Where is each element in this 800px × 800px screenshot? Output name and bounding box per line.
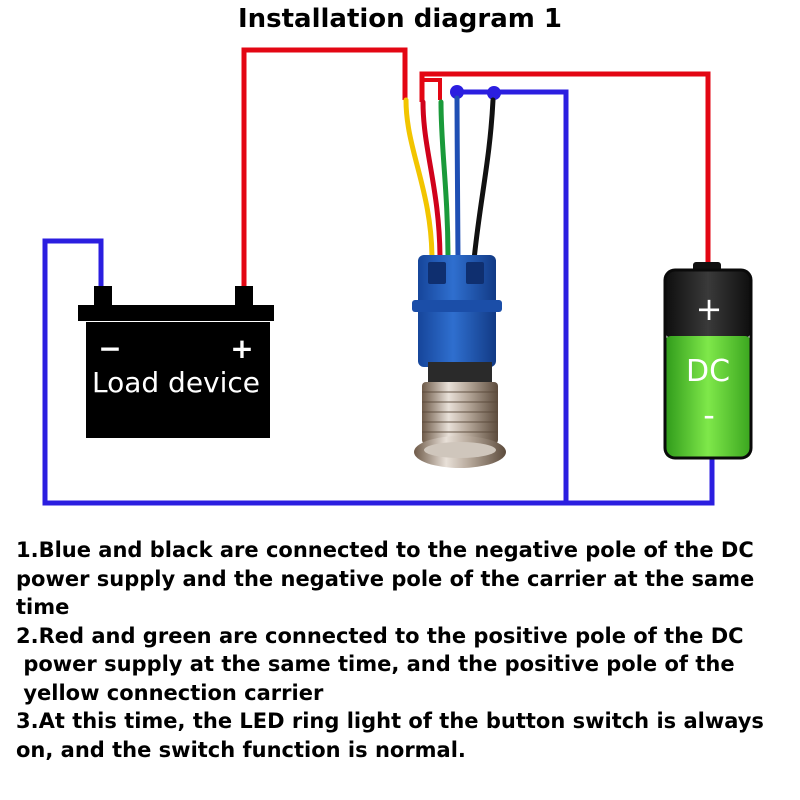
black-wire-junction: [487, 86, 501, 100]
red-green-bridge-wire: [422, 78, 442, 100]
battery-label: DC: [686, 354, 730, 389]
instruction-notes: 1.Blue and black are connected to the ne…: [16, 536, 786, 764]
load-negative-symbol: −: [98, 332, 121, 365]
load-negative-wire: [42, 238, 715, 506]
battery-top: [665, 270, 751, 340]
positive-circuit-wire: [241, 47, 711, 290]
battery-negative-symbol: -: [703, 396, 715, 434]
switch-bezel-face: [424, 442, 496, 458]
load-device-label: Load device: [92, 366, 260, 399]
black-wire: [471, 97, 496, 263]
load-positive-wire: [241, 47, 408, 290]
load-device: − + Load device: [78, 286, 274, 438]
load-positive-terminal: [235, 286, 253, 306]
negative-circuit-wire: [42, 85, 715, 506]
connector-notch-left: [428, 262, 446, 284]
battery-outline: [663, 268, 753, 460]
yellow-wire: [403, 97, 435, 263]
threaded-barrel: [422, 382, 498, 444]
battery-positive-symbol: +: [696, 290, 723, 328]
note-item: 3.At this time, the LED ring light of th…: [16, 709, 772, 762]
battery-body: [665, 336, 751, 458]
battery-positive-wire: [419, 71, 711, 265]
barrel-threads: [422, 391, 498, 433]
diagram-title: Installation diagram 1: [237, 4, 563, 34]
blue-wire: [454, 95, 461, 263]
switch-body: [428, 362, 492, 384]
red-wire: [420, 99, 443, 263]
green-wire: [438, 99, 451, 263]
load-positive-symbol: +: [230, 332, 253, 365]
load-device-lid: [78, 305, 274, 321]
connector-rib: [412, 300, 502, 312]
note-item: 2.Red and green are connected to the pos…: [16, 623, 744, 705]
connector-notch-right: [466, 262, 484, 284]
blue-wire-junction: [450, 85, 464, 99]
load-negative-terminal: [94, 286, 112, 306]
dc-battery: + DC -: [663, 262, 753, 460]
note-item: 1.Blue and black are connected to the ne…: [16, 538, 762, 619]
wiring-diagram: − + Load device + DC -: [42, 47, 753, 506]
load-device-body: [86, 322, 270, 438]
push-button-switch: [403, 95, 506, 468]
